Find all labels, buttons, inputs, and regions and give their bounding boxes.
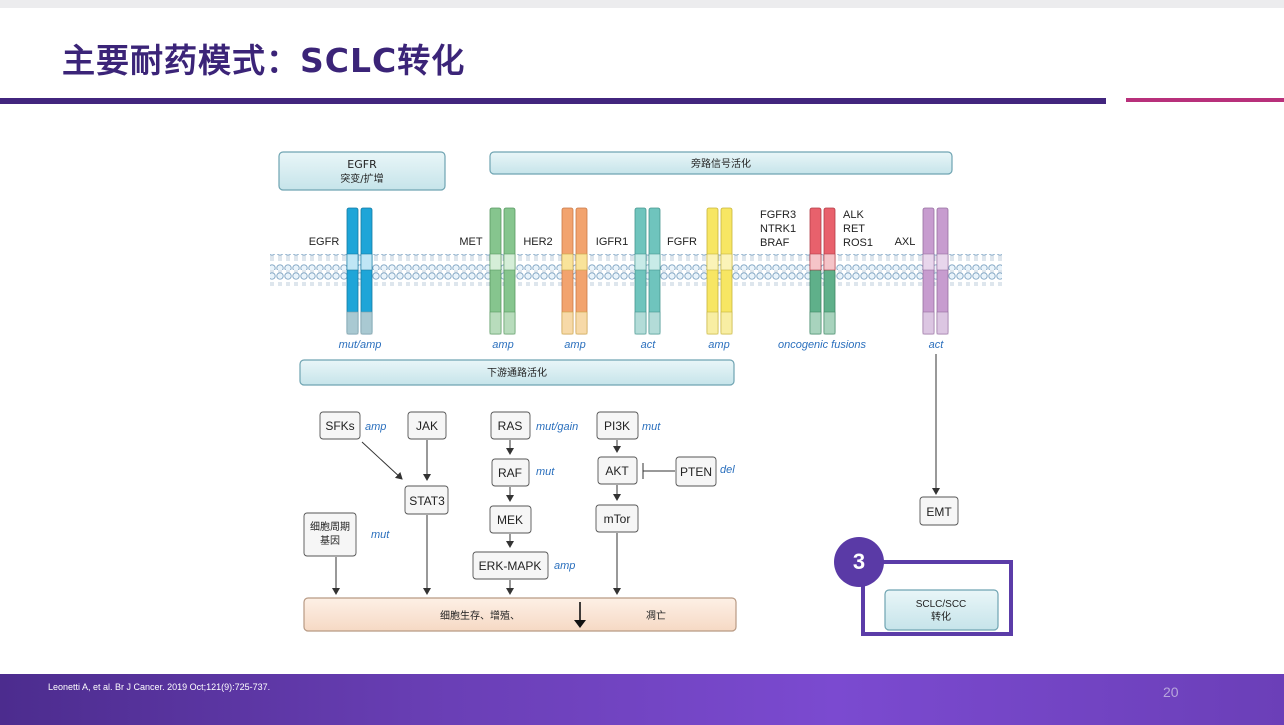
title-underline — [0, 98, 1106, 104]
node-akt: AKT — [605, 464, 629, 478]
sclc-highlight-frame — [861, 560, 1013, 636]
resistance-pathway-figure: EGFR 突变/扩增 旁路信号活化 下游通路活化 — [252, 136, 1017, 642]
node-sclc-box — [884, 589, 999, 631]
number-badge: 3 — [834, 537, 884, 587]
receptor-her2 — [561, 207, 588, 335]
label-egfr: EGFR — [309, 236, 340, 248]
label-igfr1: IGFR1 — [596, 236, 628, 248]
title-underline-accent — [1126, 98, 1284, 102]
arrow-sfks-stat3 — [361, 441, 403, 480]
label-ros1: ROS1 — [843, 237, 873, 249]
outcome-left: 细胞生存、增殖、 — [440, 609, 520, 622]
slide-title: 主要耐药模式：SCLC转化 — [62, 41, 466, 80]
node-stat3-box — [404, 485, 449, 515]
node-emt-box — [919, 496, 959, 526]
annot-fgfr-amp: amp — [708, 339, 729, 351]
node-sclc-line2: 转化 — [931, 610, 951, 623]
label-ret: RET — [843, 223, 865, 235]
node-pi3k-box — [596, 411, 639, 440]
node-ras-box — [490, 411, 531, 440]
annot-cellcycle-mut: mut — [371, 529, 390, 541]
down-arrow-head-icon — [574, 620, 586, 628]
footer-bar — [0, 674, 1284, 725]
annot-pi3k-mut: mut — [642, 421, 661, 433]
annot-ras-mut: mut/gain — [536, 421, 578, 433]
node-pten: PTEN — [680, 465, 712, 479]
annot-pten-del: del — [720, 464, 735, 476]
annot-sfks-amp: amp — [365, 421, 386, 433]
node-cellcycle-line1: 细胞周期 — [310, 520, 350, 533]
node-emt: EMT — [926, 505, 952, 519]
receptor-egfr — [346, 207, 373, 335]
label-met: MET — [459, 236, 483, 248]
outcome-right: 凋亡 — [646, 609, 666, 622]
label-alk: ALK — [843, 209, 864, 221]
node-jak-box — [407, 411, 447, 440]
annot-her2-amp: amp — [564, 339, 585, 351]
node-mek-box — [489, 505, 532, 534]
banner-egfr-line2: 突变/扩增 — [340, 172, 383, 185]
node-pi3k: PI3K — [604, 419, 630, 433]
node-mtor-box — [595, 504, 639, 533]
label-ntrk1: NTRK1 — [760, 223, 796, 235]
page-number: 20 — [1163, 684, 1179, 700]
node-erk-box — [472, 551, 549, 580]
node-sclc-line1: SCLC/SCC — [916, 599, 967, 610]
annot-raf-mut: mut — [536, 466, 555, 478]
receptor-fgfr — [706, 207, 733, 335]
banner-bypass-label: 旁路信号活化 — [691, 157, 751, 170]
node-cellcycle-box — [303, 512, 357, 557]
label-her2: HER2 — [523, 236, 552, 248]
receptor-igfr1 — [634, 207, 661, 335]
receptor-oncogenic-fusion — [809, 207, 836, 335]
node-ras: RAS — [498, 419, 523, 433]
banner-downstream-label: 下游通路活化 — [487, 366, 547, 379]
receptor-axl — [922, 207, 949, 335]
annot-axl-act: act — [929, 339, 945, 351]
node-sfks-box — [319, 411, 361, 440]
top-strip — [0, 0, 1284, 8]
outcome-bar — [303, 597, 737, 632]
annot-erk-amp: amp — [554, 560, 575, 572]
node-jak: JAK — [416, 419, 438, 433]
annot-egfr-mut-amp: mut/amp — [339, 339, 382, 351]
node-mek: MEK — [497, 513, 523, 527]
node-sfks: SFKs — [325, 419, 354, 433]
node-erk: ERK-MAPK — [479, 559, 542, 573]
node-raf-box — [491, 458, 530, 487]
banner-egfr-line1: EGFR — [347, 158, 377, 171]
annot-met-amp: amp — [492, 339, 513, 351]
label-fgfr3: FGFR3 — [760, 209, 796, 221]
banner-egfr — [278, 151, 446, 191]
annot-fusions: oncogenic fusions — [778, 339, 867, 351]
banner-bypass — [489, 151, 953, 175]
label-fgfr: FGFR — [667, 236, 697, 248]
banner-downstream — [299, 359, 735, 386]
node-cellcycle-line2: 基因 — [320, 534, 340, 547]
node-raf: RAF — [498, 466, 522, 480]
label-axl: AXL — [895, 236, 916, 248]
annot-igfr1-act: act — [641, 339, 657, 351]
label-braf: BRAF — [760, 237, 790, 249]
citation: Leonetti A, et al. Br J Cancer. 2019 Oct… — [48, 682, 271, 692]
node-pten-box — [675, 456, 717, 487]
receptor-met — [489, 207, 516, 335]
node-akt-box — [597, 456, 638, 485]
node-stat3: STAT3 — [409, 494, 445, 508]
pathway-diagram: EGFR 突变/扩增 旁路信号活化 下游通路活化 — [270, 151, 1002, 632]
node-mtor: mTor — [604, 512, 631, 526]
